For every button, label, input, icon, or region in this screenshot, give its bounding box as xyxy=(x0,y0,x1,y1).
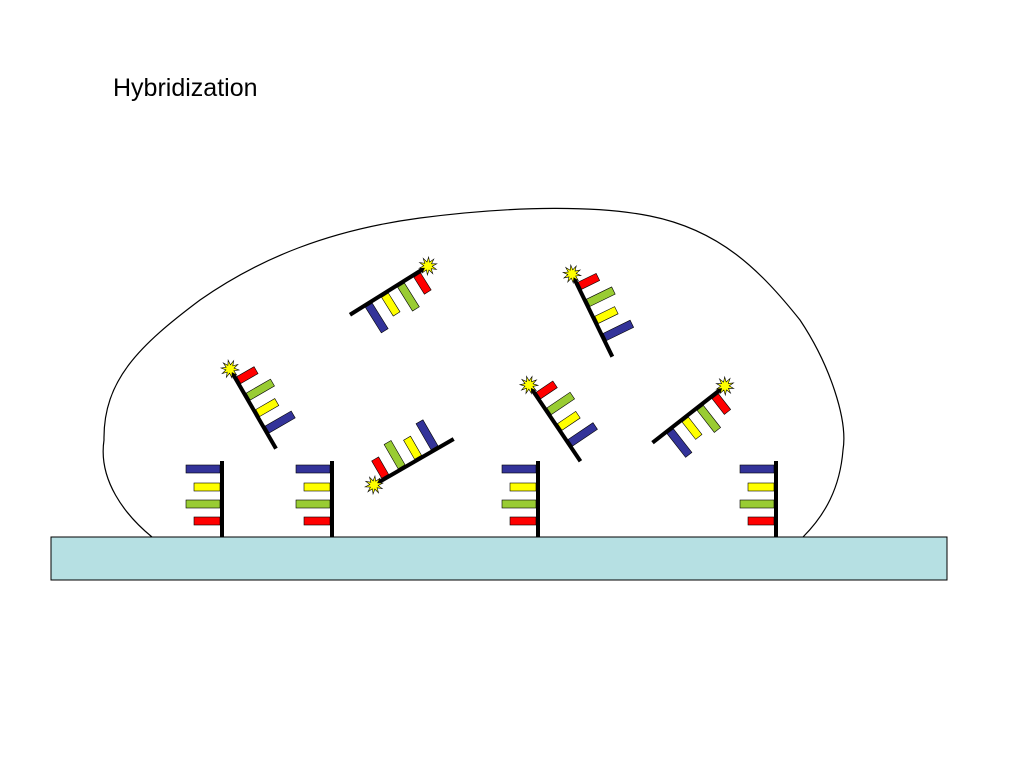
probe-base-yellow xyxy=(747,482,775,492)
probe-base-red xyxy=(747,516,775,526)
probe-base-green xyxy=(501,499,537,509)
target-base-red xyxy=(413,272,432,295)
probe-base-red xyxy=(303,516,331,526)
probe-base-yellow xyxy=(303,482,331,492)
labeled-target xyxy=(219,359,296,450)
target-base-red xyxy=(711,393,732,415)
probe-base-blue xyxy=(501,464,537,474)
target-backbone xyxy=(228,368,278,450)
target-base-red xyxy=(577,272,601,290)
labeled-target xyxy=(364,419,455,496)
fluorescent-label-icon xyxy=(418,255,438,277)
target-base-yellow xyxy=(557,410,581,431)
immobilized-probes xyxy=(185,461,778,537)
target-base-blue xyxy=(567,422,598,447)
immobilized-probe xyxy=(739,461,778,537)
target-base-green xyxy=(383,440,406,470)
target-base-red xyxy=(371,456,389,479)
probe-base-yellow xyxy=(193,482,221,492)
target-base-green xyxy=(696,405,722,433)
probe-base-red xyxy=(509,516,537,526)
target-base-green xyxy=(546,391,575,415)
slide-title: Hybridization xyxy=(113,74,258,102)
target-backbone xyxy=(527,383,583,463)
fluorescent-label-icon xyxy=(364,474,384,496)
target-backbone xyxy=(570,273,615,358)
probe-base-blue xyxy=(295,464,331,474)
labeled-target xyxy=(348,255,438,334)
fluorescent-label-icon xyxy=(561,263,583,285)
target-base-green xyxy=(397,282,420,312)
solution-droplet xyxy=(102,207,845,538)
fluorescent-label-icon xyxy=(518,375,540,395)
probe-base-green xyxy=(295,499,331,509)
labeled-target xyxy=(518,375,598,463)
target-base-blue xyxy=(365,302,389,334)
immobilized-probe xyxy=(295,461,334,537)
target-backbone xyxy=(348,264,430,317)
target-base-blue xyxy=(602,319,635,341)
target-base-yellow xyxy=(381,292,401,317)
target-backbone xyxy=(651,384,727,445)
target-base-blue xyxy=(666,428,693,458)
immobilized-probe xyxy=(185,461,224,537)
target-base-green xyxy=(245,378,275,401)
target-base-yellow xyxy=(255,398,280,417)
probe-base-green xyxy=(185,499,221,509)
target-base-yellow xyxy=(681,416,703,440)
target-base-blue xyxy=(264,410,296,434)
target-base-yellow xyxy=(403,435,422,460)
target-backbone xyxy=(373,437,455,487)
fluorescent-label-icon xyxy=(219,359,241,379)
target-base-yellow xyxy=(594,306,619,324)
labeled-target xyxy=(651,375,735,458)
labeled-targets xyxy=(219,255,735,496)
labeled-target xyxy=(561,263,635,358)
target-base-blue xyxy=(415,419,439,451)
probe-base-green xyxy=(739,499,775,509)
immobilized-probe xyxy=(501,461,540,537)
target-base-red xyxy=(236,366,259,384)
probe-base-red xyxy=(193,516,221,526)
target-base-red xyxy=(535,380,558,400)
probe-base-blue xyxy=(185,464,221,474)
glass-substrate xyxy=(50,536,948,581)
fluorescent-label-icon xyxy=(715,375,735,397)
target-base-green xyxy=(586,286,616,307)
probe-base-blue xyxy=(739,464,775,474)
probe-base-yellow xyxy=(509,482,537,492)
